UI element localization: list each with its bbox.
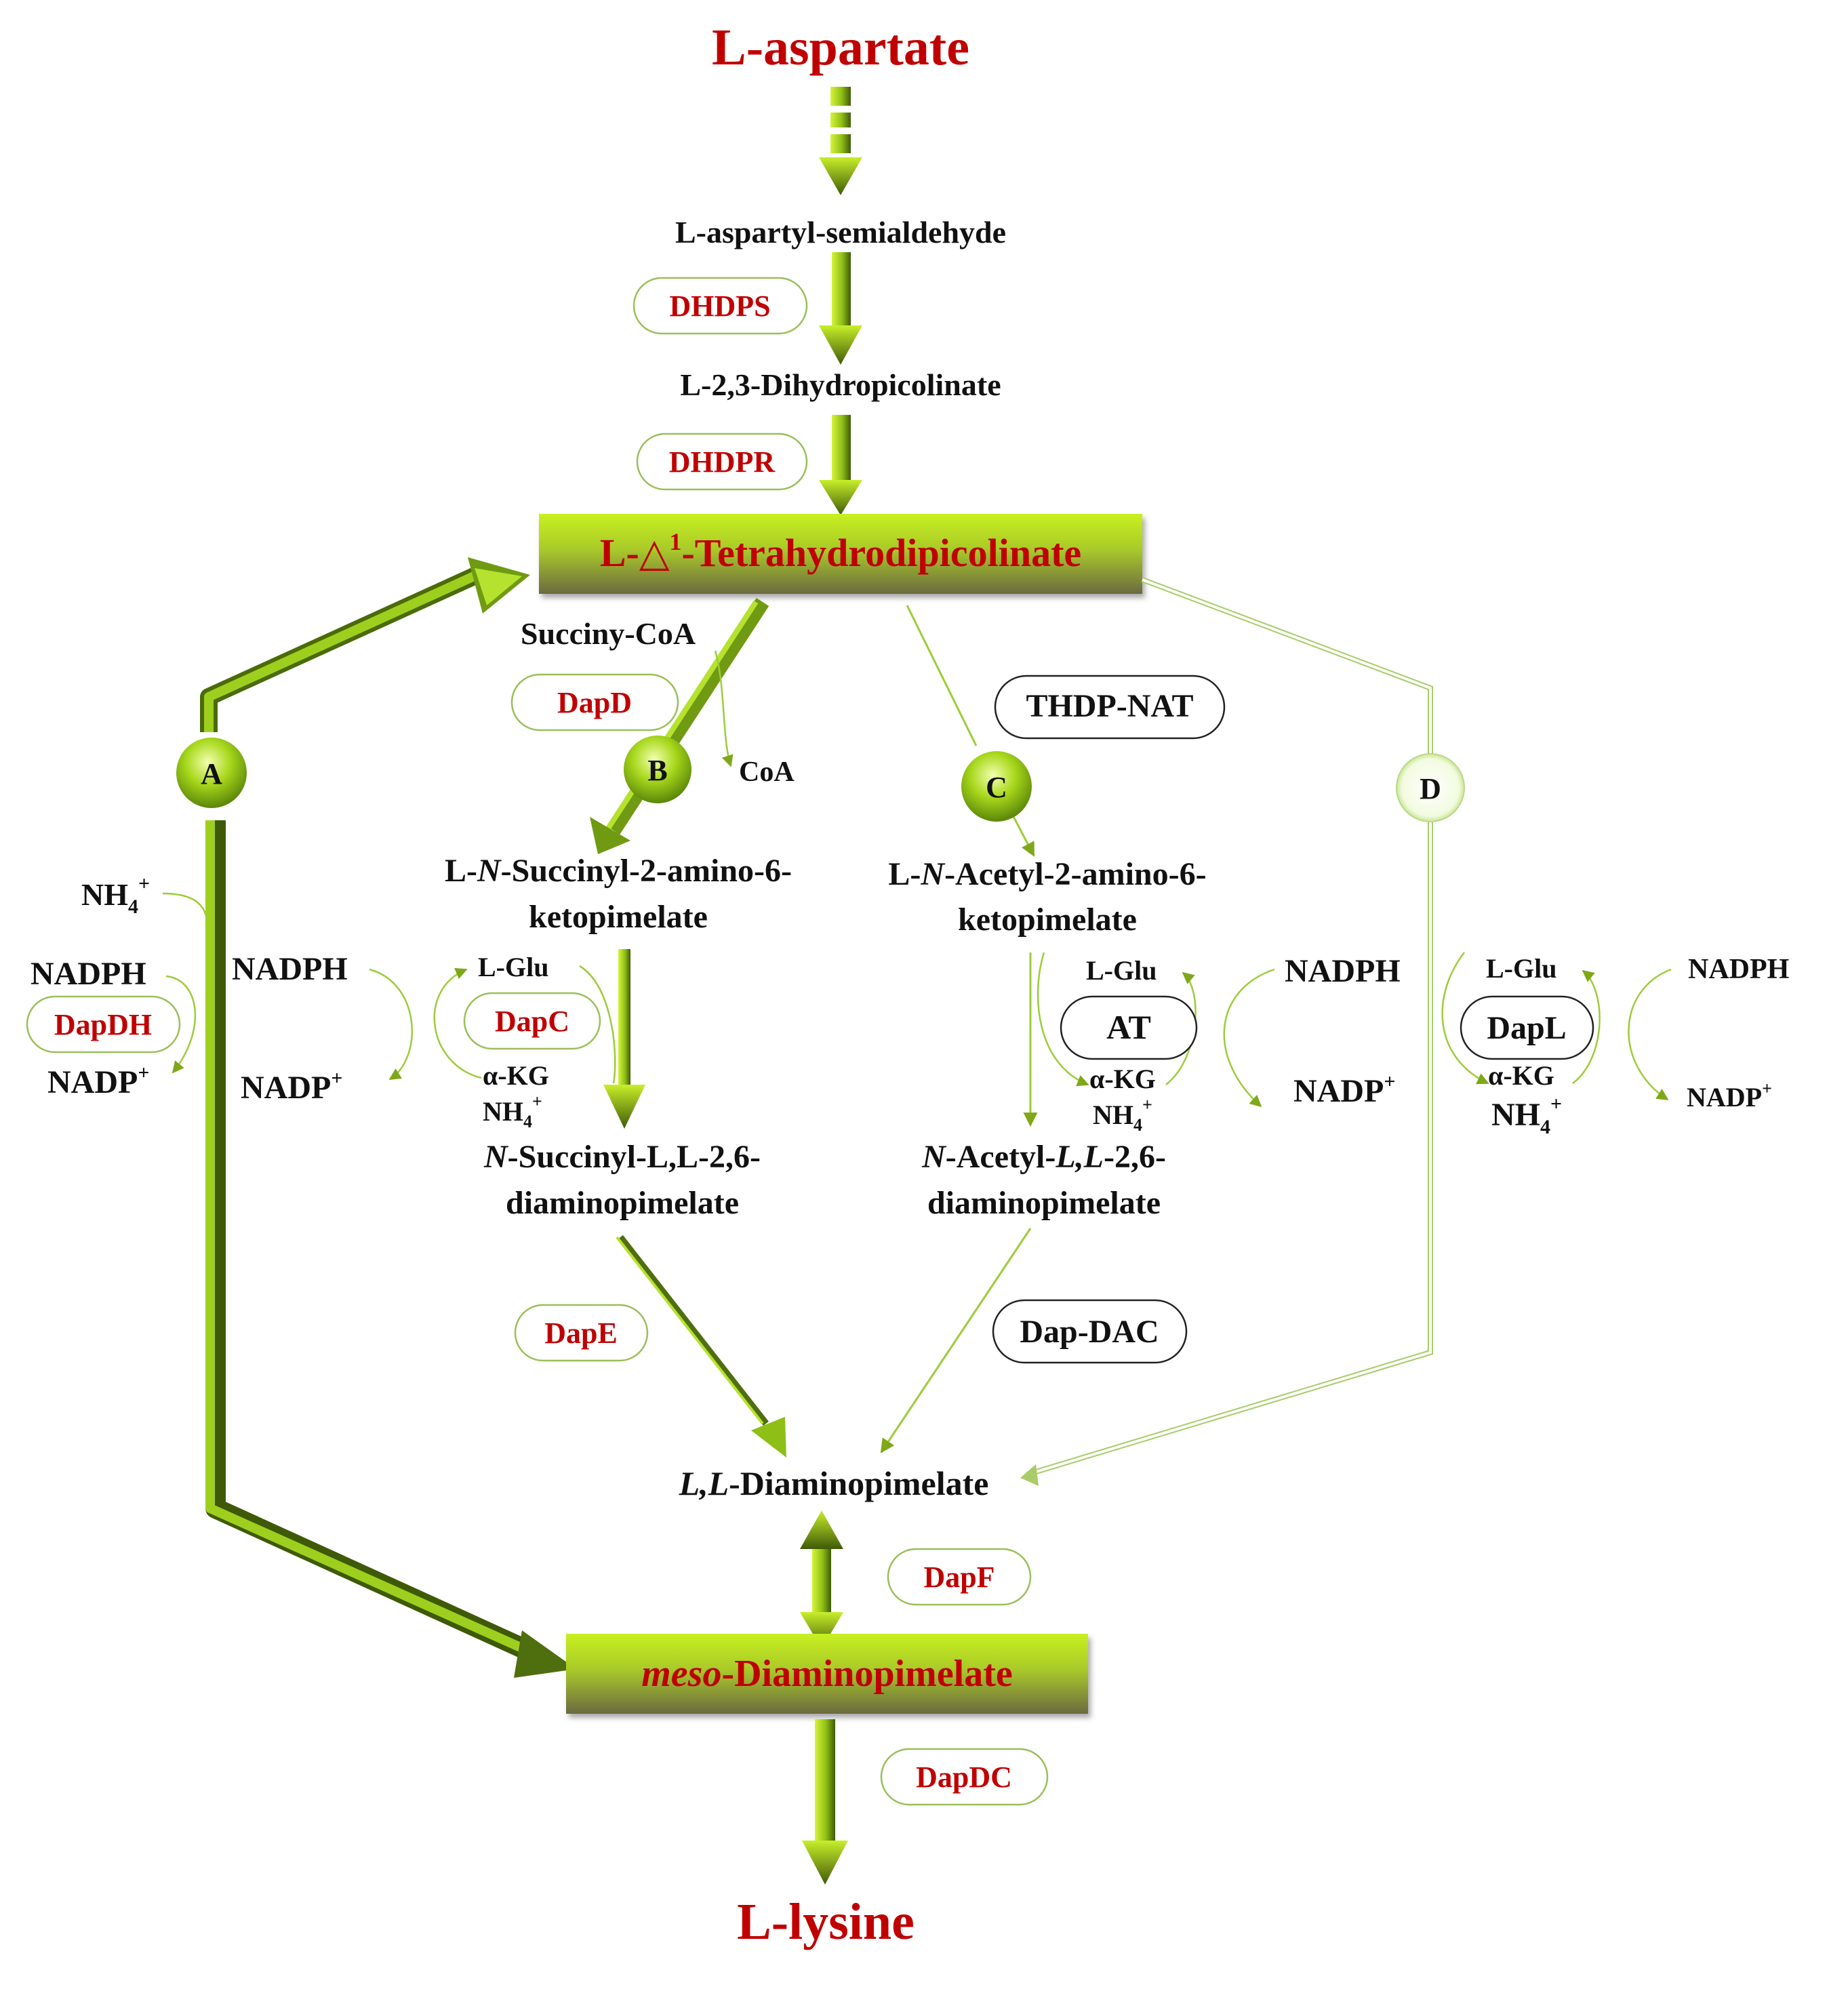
dapl-curve-right <box>1572 969 1601 1084</box>
start-metabolite: L-aspartate <box>712 19 969 76</box>
pathway-d-node: D <box>1396 753 1465 822</box>
nadp-dapc: NADP+ <box>241 1067 342 1106</box>
semialdehyde-label: L-aspartyl-semialdehyde <box>675 215 1006 249</box>
coa-label: CoA <box>739 757 795 788</box>
arrow-dap-dac <box>880 1228 1032 1453</box>
glu-akg-curve-dapc <box>579 965 616 1084</box>
nadp-at: NADP+ <box>1293 1070 1395 1109</box>
end-metabolite: L-lysine <box>737 1893 915 1950</box>
arrow-dape <box>616 1234 786 1458</box>
svg-text:Dap-DAC: Dap-DAC <box>1020 1314 1159 1350</box>
arrow-dapc <box>603 949 645 1129</box>
svg-text:DapDC: DapDC <box>916 1761 1012 1794</box>
enzyme-dapf: DapF <box>887 1548 1032 1606</box>
pathway-b-node: B <box>624 736 691 803</box>
succinyl-ketopimelate-line2: ketopimelate <box>529 899 708 935</box>
nh4-dapl: NH4+ <box>1491 1093 1562 1138</box>
dashed-arrow-aspartate <box>819 87 862 195</box>
nadph-dapdh: NADPH <box>31 956 146 992</box>
nh4-dapdh: NH4+ <box>81 872 150 918</box>
pathway-a-arrows <box>200 557 576 1678</box>
nadph-dapl-curve <box>1628 968 1672 1101</box>
svg-text:THDP-NAT: THDP-NAT <box>1026 688 1193 724</box>
coa-curve <box>714 650 734 767</box>
succinyl-ketopimelate-line1: L-N-Succinyl-2-amino-6- <box>445 853 792 889</box>
glu-dapc-curve <box>433 967 482 1079</box>
nh4-at: NH4+ <box>1093 1095 1152 1135</box>
enzyme-dapl: DapL <box>1460 995 1594 1060</box>
succinyl-coa-label: Succiny-CoA <box>521 616 696 651</box>
enzyme-dape: DapE <box>514 1304 649 1362</box>
lglu-dapl: L-Glu <box>1486 953 1556 984</box>
svg-text:DHDPR: DHDPR <box>669 445 776 479</box>
svg-text:DapDH: DapDH <box>54 1008 152 1041</box>
svg-text:DapE: DapE <box>544 1317 618 1350</box>
svg-text:DapL: DapL <box>1487 1010 1566 1046</box>
arrow-dhdpr <box>819 415 862 515</box>
svg-text:B: B <box>647 754 667 787</box>
enzyme-dap-dac: Dap-DAC <box>992 1299 1188 1364</box>
lglu-at: L-Glu <box>1086 955 1157 986</box>
lglu-dapc: L-Glu <box>478 952 548 982</box>
pathway-c-node: C <box>961 751 1032 822</box>
svg-text:AT: AT <box>1106 1008 1151 1046</box>
akg-dapc: α-KG <box>483 1060 549 1091</box>
enzyme-dapd: DapD <box>510 673 679 731</box>
enzyme-thdp-nat: THDP-NAT <box>994 675 1226 740</box>
enzyme-dhdps: DHDPS <box>632 277 808 335</box>
acetyl-ketopimelate-line1: L-N-Acetyl-2-amino-6- <box>888 856 1206 892</box>
enzyme-dapc: DapC <box>463 992 601 1050</box>
akg-at: α-KG <box>1089 1064 1156 1094</box>
arrow-c-to-acetyl <box>1009 809 1035 857</box>
acetyl-ketopimelate-line2: ketopimelate <box>958 902 1137 938</box>
ll-diaminopimelate-label: L,L-Diaminopimelate <box>679 1464 989 1502</box>
pathway-a-node: A <box>176 738 247 808</box>
at-curve-left <box>1037 952 1089 1087</box>
nadph-dapl: NADPH <box>1688 954 1789 985</box>
thdp-box <box>539 514 1142 594</box>
meso-dap-label: meso-Diaminopimelate <box>641 1653 1013 1695</box>
nadph-dapc-curve <box>369 968 414 1081</box>
svg-text:D: D <box>1420 772 1441 805</box>
dihydropicolinate-label: L-2,3-Dihydropicolinate <box>680 367 1001 402</box>
meso-dap-box <box>566 1634 1088 1714</box>
enzyme-dapdh: DapDH <box>26 995 181 1053</box>
enzyme-dhdpr: DHDPR <box>636 433 808 491</box>
arrow-dapf <box>800 1510 843 1649</box>
svg-text:DapD: DapD <box>557 686 632 719</box>
nadph-at-curve <box>1223 968 1275 1108</box>
nadp-dapl: NADP+ <box>1687 1079 1772 1112</box>
svg-text:C: C <box>986 771 1007 804</box>
nh4-dapc: NH4+ <box>483 1091 542 1131</box>
acetyl-dap-line2: diaminopimelate <box>927 1185 1161 1221</box>
svg-text:DapC: DapC <box>495 1005 569 1038</box>
enzyme-dapdc: DapDC <box>880 1748 1049 1806</box>
svg-text:DHDPS: DHDPS <box>669 289 770 323</box>
arrow-dapdc <box>802 1719 848 1885</box>
succinyl-dap-line1: N-Succinyl-L,L-2,6- <box>483 1139 761 1175</box>
svg-text:A: A <box>201 757 222 790</box>
succinyl-dap-line2: diaminopimelate <box>506 1185 739 1221</box>
pathway-d-line <box>1020 577 1433 1486</box>
arrow-thdp-to-c <box>906 605 978 746</box>
acetyl-dap-line1: N-Acetyl-L,L-2,6- <box>921 1139 1166 1175</box>
enzyme-at: AT <box>1060 995 1198 1060</box>
nh4-curve <box>162 892 208 919</box>
akg-dapl: α-KG <box>1488 1060 1554 1091</box>
nadp-dapdh: NADP+ <box>47 1062 149 1100</box>
dapl-curve-left <box>1441 952 1489 1085</box>
thdp-label: L-△1-Tetrahydrodipicolinate <box>600 528 1081 576</box>
nadph-dapdh-curve <box>165 975 197 1074</box>
nadph-dapc: NADPH <box>232 951 348 987</box>
nadph-at: NADPH <box>1285 953 1401 989</box>
svg-text:DapF: DapF <box>923 1561 995 1594</box>
arrow-dhdps <box>819 252 862 365</box>
